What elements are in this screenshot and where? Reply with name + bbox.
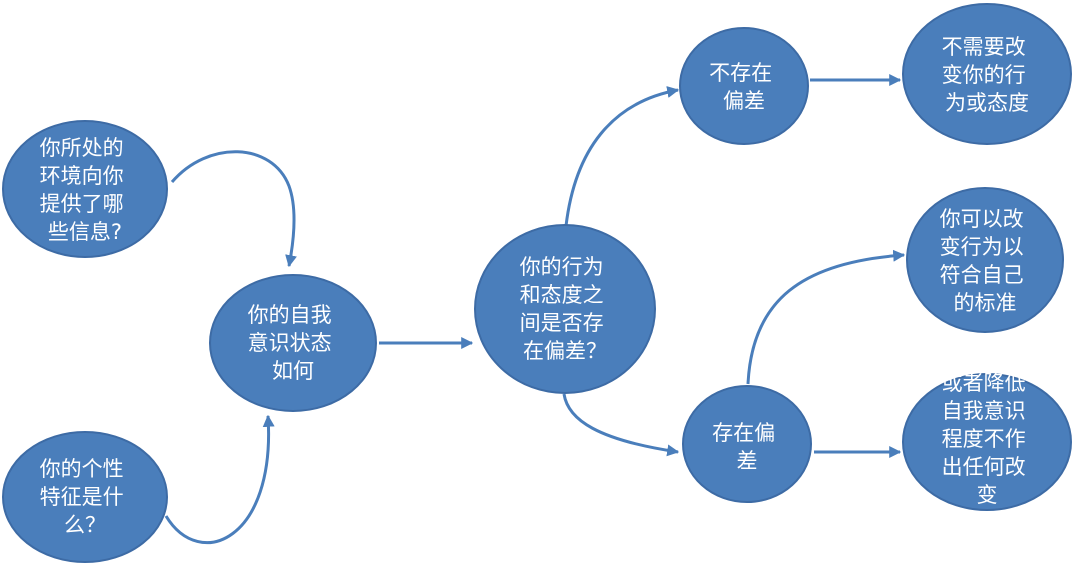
node-lower-awareness-line-5: 变 bbox=[977, 483, 998, 507]
node-no-change: 不需要改 变你的行 为或态度 bbox=[902, 3, 1072, 145]
svg-text:你的个性 特征是什 么？: 你的个性 特征是什 么？ bbox=[40, 457, 131, 537]
node-environment-line-3: 提供了哪 bbox=[40, 192, 124, 216]
node-has-discrepancy: 存在偏 差 bbox=[682, 385, 812, 503]
node-personality-line-2: 特征是什 bbox=[40, 485, 124, 509]
edge-personality-to-self bbox=[164, 414, 275, 544]
node-no-change-line-1: 不需要改 bbox=[942, 35, 1026, 59]
node-personality-line-3: 么？ bbox=[64, 513, 106, 537]
node-environment-line-1: 你所处的 bbox=[40, 136, 124, 160]
node-self-awareness-line-1: 你的自我 bbox=[248, 303, 332, 327]
node-environment-line-2: 环境向你 bbox=[40, 164, 124, 188]
node-question-line-4: 在偏差？ bbox=[523, 339, 607, 363]
svg-text:不需要改 变你的行 为或态度: 不需要改 变你的行 为或态度 bbox=[942, 35, 1033, 115]
svg-text:你所处的 环境向你 提供了哪: 你所处的 环境向你 提供了哪 些信息? bbox=[40, 136, 131, 244]
node-has-discrepancy-line-1: 存在偏 bbox=[712, 421, 775, 445]
node-change-behavior: 你可以改 变行为以 符合自己 的标准 bbox=[906, 187, 1064, 333]
node-no-change-line-2: 变你的行 bbox=[942, 63, 1026, 87]
node-has-discrepancy-line-2: 差 bbox=[737, 449, 758, 473]
svg-text:存在偏 差: 存在偏 差 bbox=[712, 421, 782, 473]
edges bbox=[164, 74, 906, 544]
node-lower-awareness-line-4: 出任何改 bbox=[942, 455, 1026, 479]
node-personality: 你的个性 特征是什 么？ bbox=[2, 431, 168, 563]
node-question-line-1: 你的行为 bbox=[520, 255, 604, 279]
edge-environment-to-self bbox=[170, 150, 297, 268]
node-discrepancy-question: 你的行为 和态度之 间是否存 在偏差？ bbox=[474, 224, 656, 394]
node-environment: 你所处的 环境向你 提供了哪 些信息? bbox=[2, 120, 168, 258]
node-no-discrepancy-line-2: 偏差 bbox=[723, 89, 765, 113]
node-change-behavior-line-1: 你可以改 bbox=[940, 207, 1024, 231]
node-no-discrepancy-line-1: 不存在 bbox=[709, 61, 772, 85]
node-question-line-2: 和态度之 bbox=[520, 283, 604, 307]
node-change-behavior-line-3: 符合自己 bbox=[940, 263, 1024, 287]
svg-text:或者降低 自我意识 程度不作: 或者降低 自我意识 程度不作 出任何改 变 bbox=[942, 371, 1033, 507]
node-self-awareness-line-2: 意识状态 bbox=[248, 331, 332, 355]
node-lower-awareness-line-3: 程度不作 bbox=[942, 427, 1026, 451]
node-lower-awareness-line-2: 自我意识 bbox=[942, 399, 1026, 423]
node-no-change-line-3: 为或态度 bbox=[945, 91, 1029, 115]
edge-has-discrepancy-to-change-behavior bbox=[746, 249, 906, 385]
node-question-line-3: 间是否存 bbox=[520, 311, 604, 335]
node-no-discrepancy: 不存在 偏差 bbox=[679, 27, 809, 145]
node-lower-awareness: 或者降低 自我意识 程度不作 出任何改 变 bbox=[902, 371, 1072, 511]
edge-question-to-no-discrepancy bbox=[564, 86, 680, 227]
svg-text:你可以改 变行为以 符合自己: 你可以改 变行为以 符合自己 的标准 bbox=[940, 207, 1031, 315]
node-self-awareness: 你的自我 意识状态 如何 bbox=[209, 274, 377, 412]
node-environment-line-4: 些信息? bbox=[48, 220, 122, 244]
node-change-behavior-line-4: 的标准 bbox=[954, 291, 1017, 315]
node-change-behavior-line-2: 变行为以 bbox=[940, 235, 1024, 259]
svg-text:你的自我 意识状态 如何: 你的自我 意识状态 如何 bbox=[248, 303, 339, 383]
svg-text:你的行为 和态度之 间是否存: 你的行为 和态度之 间是否存 在偏差？ bbox=[520, 255, 611, 363]
node-personality-line-1: 你的个性 bbox=[40, 457, 124, 481]
edge-question-to-has-discrepancy bbox=[562, 393, 680, 457]
svg-text:不存在 偏差: 不存在 偏差 bbox=[709, 61, 779, 113]
node-lower-awareness-line-1: 或者降低 bbox=[942, 371, 1026, 395]
node-self-awareness-line-3: 如何 bbox=[272, 359, 314, 383]
